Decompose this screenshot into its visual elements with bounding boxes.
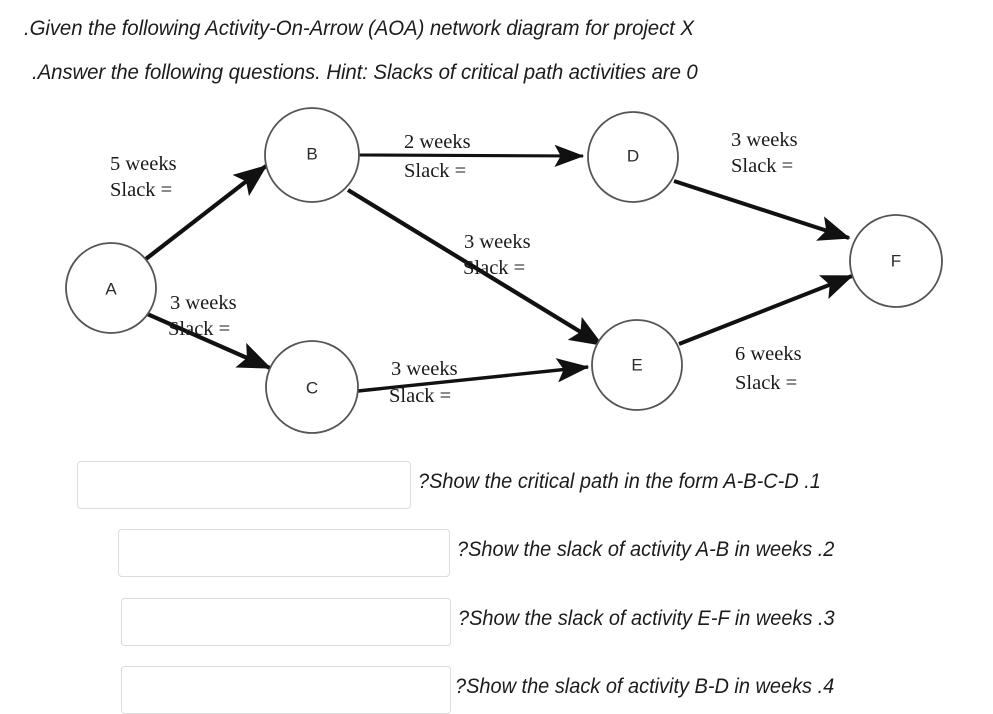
edge-B-D-slack: Slack = bbox=[404, 160, 466, 182]
edge-A-C-duration: 3 weeks bbox=[170, 292, 237, 314]
edge-B-E-slack: Slack = bbox=[463, 257, 525, 279]
edge-C-E bbox=[357, 358, 590, 393]
node-D-label: D bbox=[627, 147, 639, 166]
node-E-label: E bbox=[631, 356, 642, 375]
edge-A-C-slack: Slack = bbox=[168, 318, 230, 340]
edge-D-F bbox=[673, 179, 851, 241]
question-text-1: ?Show the critical path in the form A-B-… bbox=[418, 470, 821, 493]
node-F-label: F bbox=[891, 252, 901, 271]
edge-D-F-duration: 3 weeks bbox=[731, 129, 798, 151]
node-A-label: A bbox=[105, 280, 117, 299]
node-B-label: B bbox=[306, 145, 317, 164]
edge-E-F-duration: 6 weeks bbox=[735, 343, 802, 365]
node-C: C bbox=[265, 340, 359, 434]
answer-input-2[interactable] bbox=[118, 529, 450, 577]
edge-C-E-duration: 3 weeks bbox=[391, 358, 458, 380]
aoa-network-diagram: A B C D E F 5 weeks Slack = 3 weeks Slac… bbox=[0, 96, 993, 456]
question-text-3: ?Show the slack of activity E-F in weeks… bbox=[458, 607, 835, 630]
prompt-line-1: .Given the following Activity-On-Arrow (… bbox=[24, 16, 694, 40]
node-F: F bbox=[849, 214, 943, 308]
edge-C-E-slack: Slack = bbox=[389, 385, 451, 407]
node-E: E bbox=[591, 319, 683, 411]
edge-B-D-duration: 2 weeks bbox=[404, 131, 471, 153]
edge-A-B-duration: 5 weeks bbox=[110, 153, 177, 175]
questions-section: ?Show the critical path in the form A-B-… bbox=[0, 452, 993, 714]
prompt-line-2: .Answer the following questions. Hint: S… bbox=[32, 60, 698, 84]
edge-D-F-slack: Slack = bbox=[731, 155, 793, 177]
edge-B-D bbox=[358, 144, 585, 168]
node-C-label: C bbox=[306, 379, 318, 398]
edge-E-F bbox=[678, 274, 854, 346]
question-text-2: ?Show the slack of activity A-B in weeks… bbox=[457, 538, 835, 561]
node-D: D bbox=[587, 111, 679, 203]
edge-A-C bbox=[144, 311, 272, 370]
diagram-canvas: A B C D E F 5 weeks Slack = 3 weeks Slac… bbox=[65, 107, 943, 434]
answer-input-4[interactable] bbox=[121, 666, 451, 714]
node-B: B bbox=[264, 107, 360, 203]
answer-input-1[interactable] bbox=[77, 461, 411, 509]
node-A: A bbox=[65, 242, 157, 334]
edge-B-E-duration: 3 weeks bbox=[464, 231, 531, 253]
edge-A-B bbox=[140, 164, 268, 264]
edge-E-F-slack: Slack = bbox=[735, 372, 797, 394]
question-text-4: ?Show the slack of activity B-D in weeks… bbox=[455, 675, 835, 698]
edge-A-B-slack: Slack = bbox=[110, 179, 172, 201]
answer-input-3[interactable] bbox=[121, 598, 451, 646]
edge-B-E bbox=[346, 188, 604, 347]
